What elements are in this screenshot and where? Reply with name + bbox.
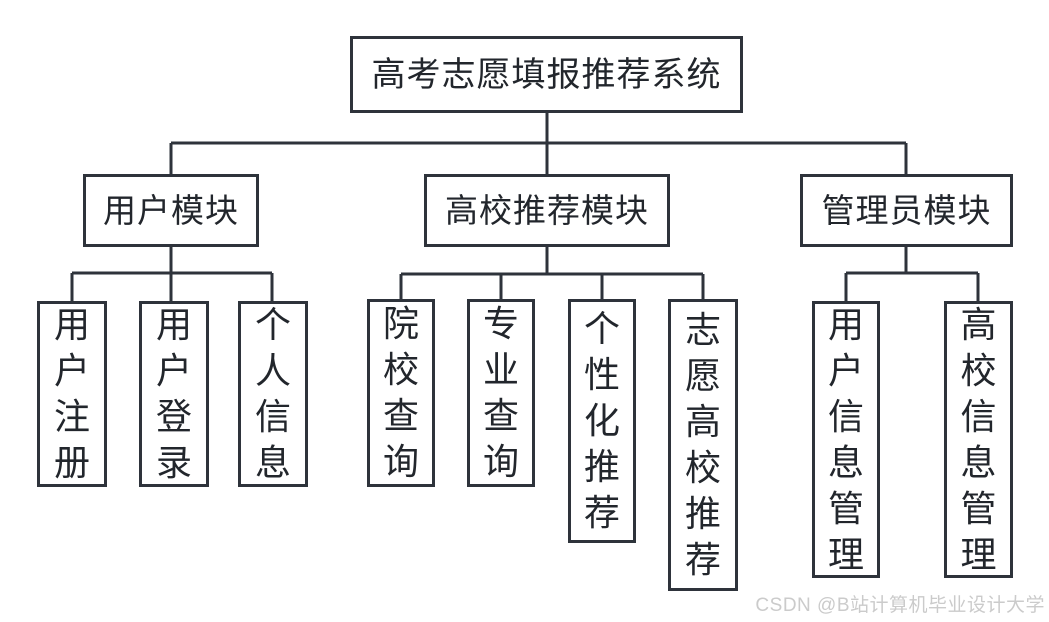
leaf-node-college-query: 院校查询 [367,299,435,487]
leaf-node-college-info-manage: 高校信息管理 [944,301,1013,578]
leaf-node-user-info-manage-label: 用户信息管理 [827,303,864,575]
csdn-watermark: CSDN @B站计算机毕业设计大学 [755,595,1045,616]
module-node-user-label: 用户模块 [103,192,239,229]
leaf-node-personalized-recommend: 个性化推荐 [568,299,636,543]
leaf-node-personalized-recommend-label: 个性化推荐 [583,308,620,533]
module-node-recommend-label: 高校推荐模块 [445,192,649,229]
leaf-node-personal-info: 个人信息 [238,301,308,487]
leaf-node-college-info-manage-label: 高校信息管理 [960,303,997,575]
root-node-label: 高考志愿填报推荐系统 [371,55,722,94]
module-node-admin: 管理员模块 [800,174,1013,247]
leaf-node-user-login-label: 用户登录 [155,304,192,483]
module-node-recommend: 高校推荐模块 [424,174,670,247]
leaf-node-major-query-label: 专业查询 [482,303,519,482]
module-node-admin-label: 管理员模块 [821,192,992,229]
leaf-node-user-register-label: 用户注册 [53,304,90,483]
leaf-node-major-query: 专业查询 [467,299,535,487]
leaf-node-volunteer-college-recommend-label: 志愿高校推荐 [684,309,721,580]
module-node-user: 用户模块 [83,174,259,247]
root-node: 高考志愿填报推荐系统 [350,36,743,113]
leaf-node-volunteer-college-recommend: 志愿高校推荐 [668,299,738,591]
leaf-node-user-login: 用户登录 [139,301,209,487]
leaf-node-user-register: 用户注册 [37,301,107,487]
leaf-node-college-query-label: 院校查询 [382,303,419,482]
leaf-node-personal-info-label: 个人信息 [254,304,291,483]
leaf-node-user-info-manage: 用户信息管理 [812,301,880,578]
